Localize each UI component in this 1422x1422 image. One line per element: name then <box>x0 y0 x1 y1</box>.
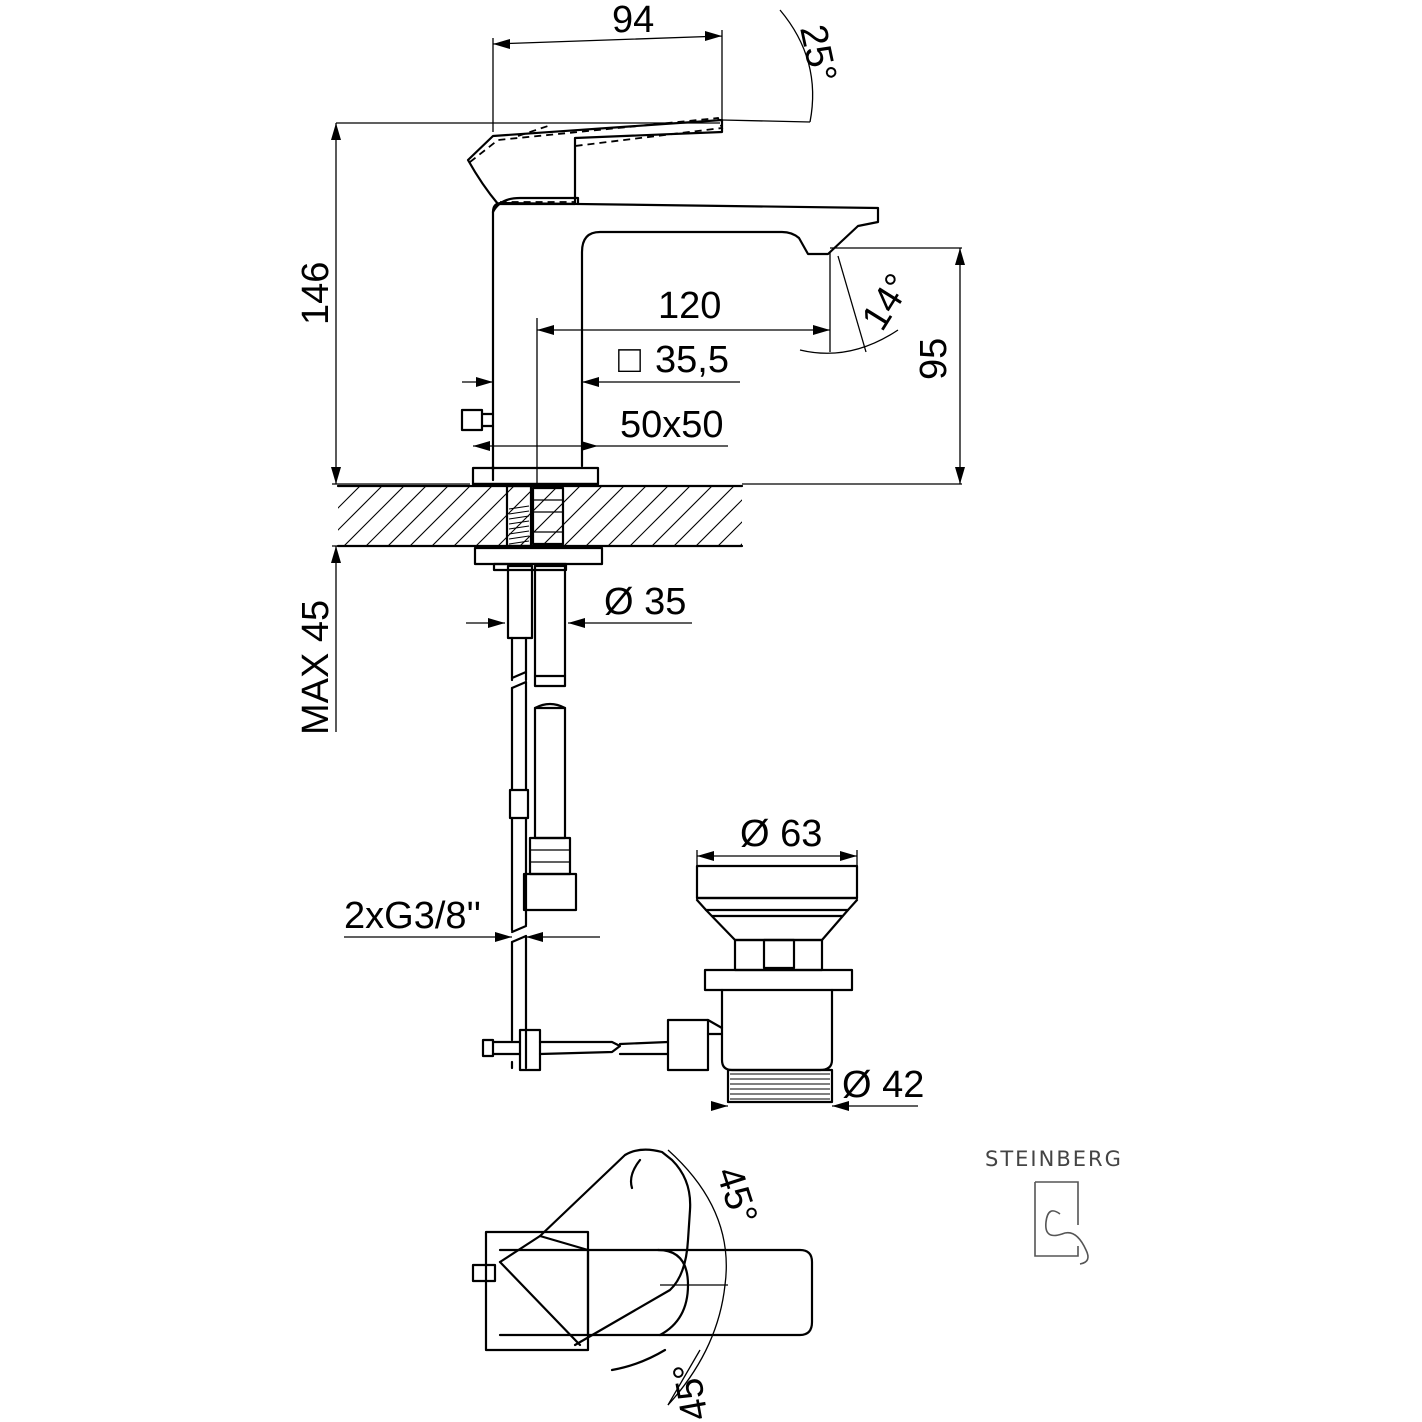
brand-block: STEINBERG <box>985 1147 1123 1265</box>
deck-hatch-line <box>651 486 713 546</box>
deck-hatch-line <box>563 486 625 546</box>
deck-hatch-line <box>387 486 449 546</box>
dimension-labels: 94 25° 146 120 14° 95 □ 35,5 50x50 MAX 4… <box>295 0 955 1422</box>
dim-shank-diameter: Ø 35 <box>604 581 686 623</box>
faucet-side-view <box>460 117 880 486</box>
dim-base-plate: 50x50 <box>620 404 724 446</box>
rod-thread-line <box>508 525 530 530</box>
rod-thread-line <box>508 510 530 515</box>
deck-hatch-line <box>338 486 383 531</box>
waste-valve <box>666 864 859 1104</box>
dim-waste-thread-diameter: Ø 42 <box>842 1064 924 1106</box>
rod-thread-line <box>508 505 530 510</box>
deck-hatch-line <box>695 499 742 546</box>
rod-thread-line <box>508 535 530 540</box>
dim-max-deck: MAX 45 <box>295 600 337 735</box>
dim-body-square-symbol: □ <box>618 339 641 381</box>
dim-hose-connection: 2xG3/8'' <box>344 895 481 937</box>
brand-name: STEINBERG <box>985 1147 1123 1171</box>
deck-hatch-line <box>338 486 361 509</box>
deck-hatch-line <box>365 486 427 546</box>
deck-hatch-line <box>585 486 647 546</box>
faucet-top-view <box>471 1148 814 1372</box>
deck-hatch-line <box>673 486 735 546</box>
deck-hatch-line <box>453 486 515 546</box>
dim-lever-rotation-right: 45° <box>666 1360 717 1422</box>
deck-hatch-line <box>629 486 691 546</box>
deck-hatch-line <box>739 543 742 546</box>
dim-lever-width: 94 <box>612 0 654 41</box>
deck-hatch-line <box>717 521 742 546</box>
dim-total-height: 146 <box>295 262 337 325</box>
deck-hatch-line <box>431 486 493 546</box>
deck-section <box>336 484 844 572</box>
steinberg-logo-icon <box>1034 1181 1089 1265</box>
deck-hatch-line <box>343 486 405 546</box>
deck-hatch-line <box>541 486 603 546</box>
deck-hatch-line <box>607 486 669 546</box>
dim-lever-tilt: 25° <box>791 21 844 86</box>
deck-hatch-line <box>762 486 822 546</box>
deck-hatch-line <box>784 486 844 546</box>
dim-body-square: 35,5 <box>655 339 729 381</box>
deck-hatch-line <box>409 486 471 546</box>
rod-thread-line <box>508 540 530 545</box>
supply-hoses <box>481 564 670 1072</box>
rod-thread-line <box>508 515 530 520</box>
dim-spout-angle: 14° <box>854 267 920 338</box>
dim-waste-top-diameter: Ø 63 <box>740 813 822 855</box>
rod-thread-line <box>508 520 530 525</box>
dim-spout-height: 95 <box>913 338 955 380</box>
dimension-lines <box>332 9 962 1406</box>
dimension-arrows <box>331 31 965 1111</box>
dim-spout-reach: 120 <box>658 285 721 327</box>
rod-thread-line <box>508 530 530 535</box>
dim-lever-rotation-left: 45° <box>707 1162 765 1230</box>
